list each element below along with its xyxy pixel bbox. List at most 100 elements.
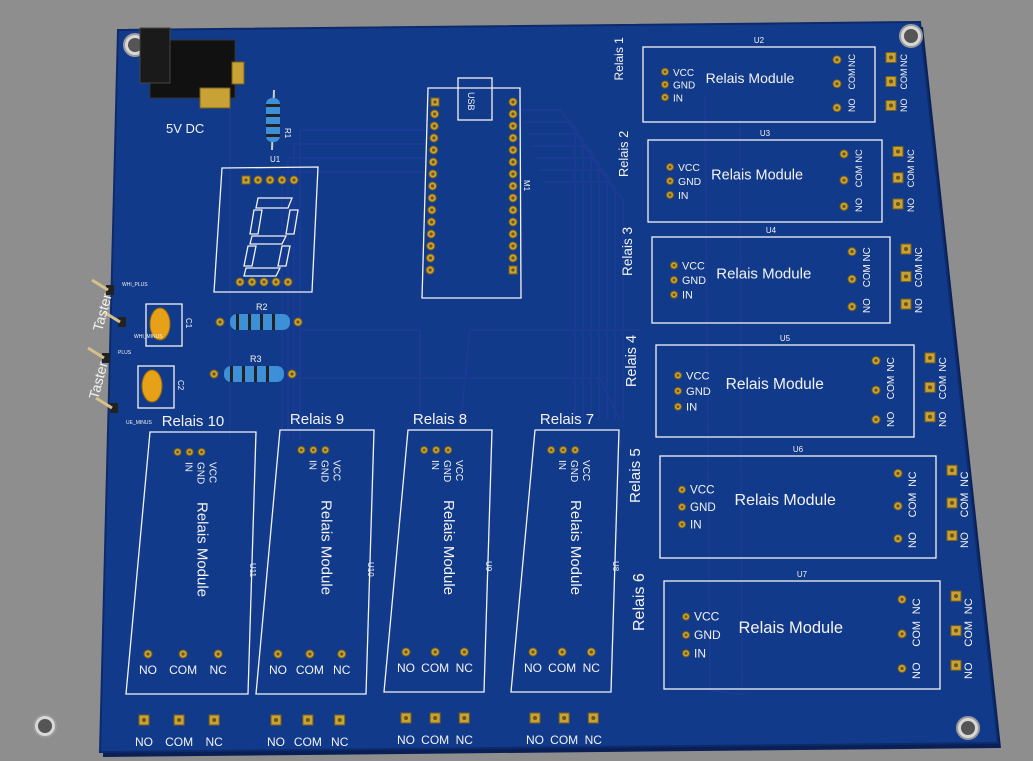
module-title: Relais Module: [317, 500, 334, 595]
mounting-hole: [899, 24, 923, 48]
module-pin: [678, 520, 686, 529]
connector-pad: [950, 590, 962, 602]
arduino-pin: [430, 97, 440, 107]
relay-ref: U6: [793, 445, 804, 454]
module-pin-label: GND: [195, 462, 206, 484]
relay-module-bottom-2: [255, 429, 375, 726]
connector-pad: [400, 712, 412, 724]
contact-label-inner: NC: [886, 357, 897, 372]
contact-label-inner: COM: [169, 663, 197, 677]
arduino-pin: [508, 133, 518, 143]
contact-label-outer: COM: [905, 165, 916, 187]
arduino-pin: [425, 265, 435, 275]
mounting-hole: [33, 714, 57, 738]
connector-pad: [946, 464, 958, 476]
taster-bottom-pin: UE_MINUS: [126, 420, 153, 426]
contact-label-outer: NO: [267, 735, 285, 749]
relay-contact-pad: [832, 55, 842, 65]
contact-label-inner: NO: [139, 663, 157, 677]
contact-label-outer: COM: [938, 376, 949, 400]
display-pin: [235, 277, 245, 287]
module-pin: [666, 190, 674, 199]
arduino-pin: [508, 145, 518, 155]
module-pin-label: IN: [686, 402, 697, 414]
module-pin-label: IN: [306, 460, 317, 470]
module-pin: [559, 446, 568, 454]
module-pin-label: GND: [686, 386, 711, 398]
trace: [540, 169, 616, 420]
module-pin: [309, 446, 318, 454]
trace: [299, 129, 425, 440]
contact-label-outer: NC: [938, 357, 949, 372]
relay-contact-pad: [847, 274, 857, 284]
relay-contact-pad: [557, 647, 567, 657]
connector-pad: [302, 714, 314, 726]
module-pin-label: VCC: [207, 462, 218, 483]
relay-module-right-4: [655, 344, 936, 438]
taster-label: Taster: [85, 359, 110, 400]
module-pin-label: IN: [556, 460, 567, 470]
module-pin-label: GND: [568, 460, 579, 482]
connector-pad: [950, 659, 962, 671]
contact-label-inner: NO: [847, 99, 857, 113]
resistor-r3: [209, 366, 297, 382]
contact-label-outer: NO: [135, 735, 153, 749]
resistor-pad: [287, 369, 297, 379]
resistor-ref: R3: [250, 354, 262, 364]
relay-contact-pad: [528, 647, 538, 657]
relay-module-right-1: [642, 46, 897, 123]
contact-label-outer: NO: [959, 532, 971, 548]
arduino-pin: [429, 145, 439, 155]
capacitor-ref: C2: [176, 380, 185, 391]
contact-label-inner: NC: [847, 54, 857, 67]
module-pin-label: GND: [682, 275, 706, 287]
relay-contact-pad: [839, 201, 849, 211]
contact-label-outer: NC: [585, 733, 603, 747]
contact-label-inner: NO: [269, 663, 287, 677]
contact-label-inner: NO: [911, 662, 923, 679]
resistor-r1-ref: R1: [283, 128, 292, 139]
module-pin-label: IN: [183, 462, 194, 472]
connector-pad: [138, 714, 150, 726]
contact-label-inner: NO: [907, 532, 919, 548]
contact-label-inner: NO: [853, 198, 864, 212]
arduino-ref: M1: [522, 180, 531, 192]
trace: [300, 329, 421, 420]
contact-label-outer: COM: [963, 621, 975, 647]
module-pin: [678, 503, 686, 511]
connector-pad: [924, 411, 936, 423]
relay-contact-pad: [897, 663, 907, 673]
relay-contact-pad: [832, 79, 842, 89]
relay-contact-pad: [178, 649, 188, 659]
contact-label-inner: NC: [853, 149, 864, 163]
resistor-pad: [215, 317, 225, 327]
connector-pad: [529, 712, 541, 724]
connector-pad: [458, 712, 470, 724]
relay-ref: U3: [760, 129, 771, 138]
relay-contact-pad: [337, 649, 347, 659]
connector-pad: [334, 714, 346, 726]
relay-contact-pad: [847, 302, 857, 312]
arduino-pin: [508, 181, 518, 191]
contact-label-inner: COM: [548, 661, 576, 675]
relay-label: Relais 7: [540, 411, 594, 428]
arduino-pin: [508, 157, 518, 167]
module-pin-label: VCC: [580, 460, 591, 481]
module-pin: [670, 276, 678, 284]
trace: [536, 157, 608, 420]
relay-contact-pad: [893, 468, 903, 478]
capacitor-c2: [137, 365, 175, 409]
module-pin: [674, 402, 682, 411]
relay-contact-pad: [897, 629, 907, 639]
pcb-board: [98, 20, 1001, 757]
module-pin-label: VCC: [694, 610, 720, 624]
module-pin: [682, 649, 690, 658]
relay-label: Relais 2: [616, 131, 631, 177]
relay-contact-pad: [871, 415, 881, 425]
contact-label-inner: COM: [911, 621, 923, 647]
contact-label-inner: NC: [456, 661, 474, 675]
arduino-pin: [428, 181, 438, 191]
relay-contact-pad: [586, 647, 596, 657]
module-pin: [420, 446, 429, 454]
module-pin: [661, 93, 669, 102]
